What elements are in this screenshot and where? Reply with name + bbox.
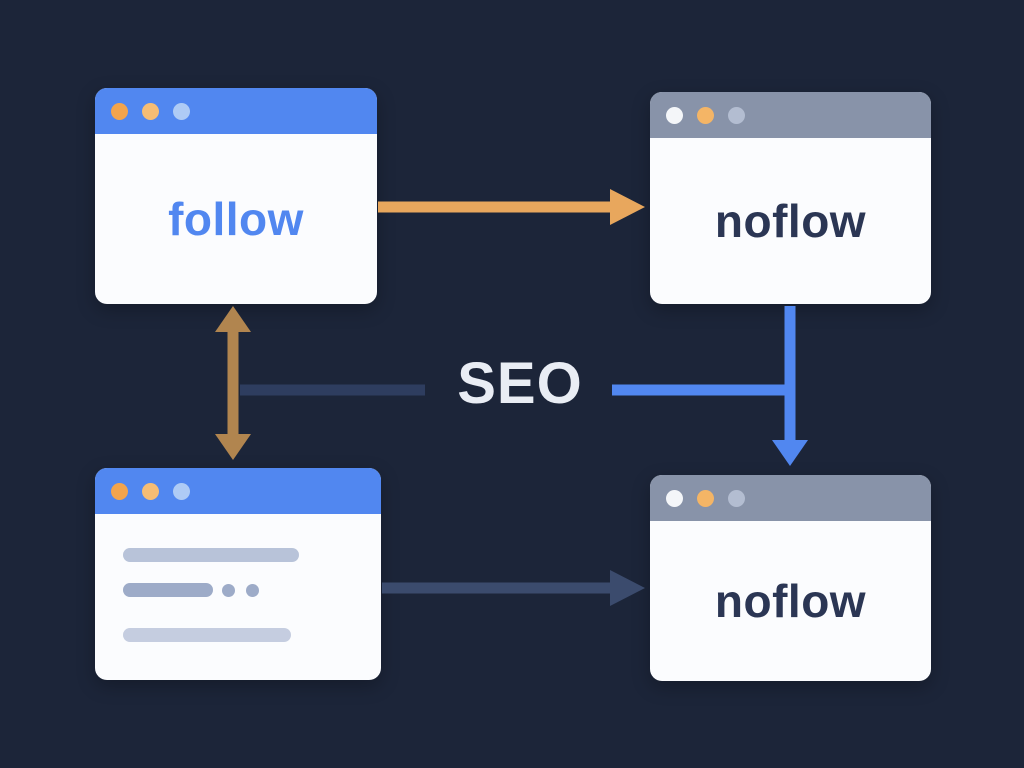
arrowhead-right-icon — [610, 189, 645, 225]
arrow-follow-to-skeleton-bidirectional — [215, 306, 251, 460]
skeleton-text-dot — [222, 584, 235, 597]
skeleton-text-line — [123, 548, 299, 562]
window-control-dot-icon — [697, 106, 714, 124]
arrowhead-down-icon — [772, 440, 808, 466]
arrowhead-down-icon — [215, 434, 251, 460]
window-noflow-bottom: noflow — [650, 475, 931, 681]
noflow-top-label: noflow — [714, 195, 867, 247]
window-control-dot-icon — [142, 482, 159, 500]
window-control-dot-icon — [666, 106, 683, 124]
window-skeleton-page — [95, 468, 381, 680]
skeleton-text-line — [123, 628, 291, 642]
window-control-dot-icon — [173, 102, 190, 120]
noflow-bottom-label: noflow — [714, 575, 867, 627]
window-body: follow — [95, 134, 377, 304]
window-control-dot-icon — [111, 482, 128, 500]
window-body: noflow — [650, 138, 931, 304]
arrowhead-right-icon — [610, 570, 645, 606]
window-control-dot-icon — [697, 489, 714, 507]
follow-label: follow — [168, 193, 304, 245]
window-control-dot-icon — [666, 489, 683, 507]
window-body: noflow — [650, 521, 931, 681]
skeleton-text-line — [123, 583, 213, 597]
window-body — [95, 514, 381, 680]
window-titlebar — [95, 468, 381, 514]
window-control-dot-icon — [142, 102, 159, 120]
skeleton-text-dot — [246, 584, 259, 597]
arrow-noflow-to-noflow-blue — [612, 306, 808, 466]
window-titlebar — [650, 92, 931, 138]
window-control-dot-icon — [728, 106, 745, 124]
window-titlebar — [95, 88, 377, 134]
window-control-dot-icon — [173, 482, 190, 500]
window-noflow-top: noflow — [650, 92, 931, 304]
window-control-dot-icon — [728, 489, 745, 507]
seo-label: SEO — [457, 351, 583, 416]
window-follow: follow — [95, 88, 377, 304]
arrow-follow-to-noflow — [378, 189, 645, 225]
arrow-skeleton-to-noflow — [382, 570, 645, 606]
window-titlebar — [650, 475, 931, 521]
window-control-dot-icon — [111, 102, 128, 120]
arrowhead-up-icon — [215, 306, 251, 332]
